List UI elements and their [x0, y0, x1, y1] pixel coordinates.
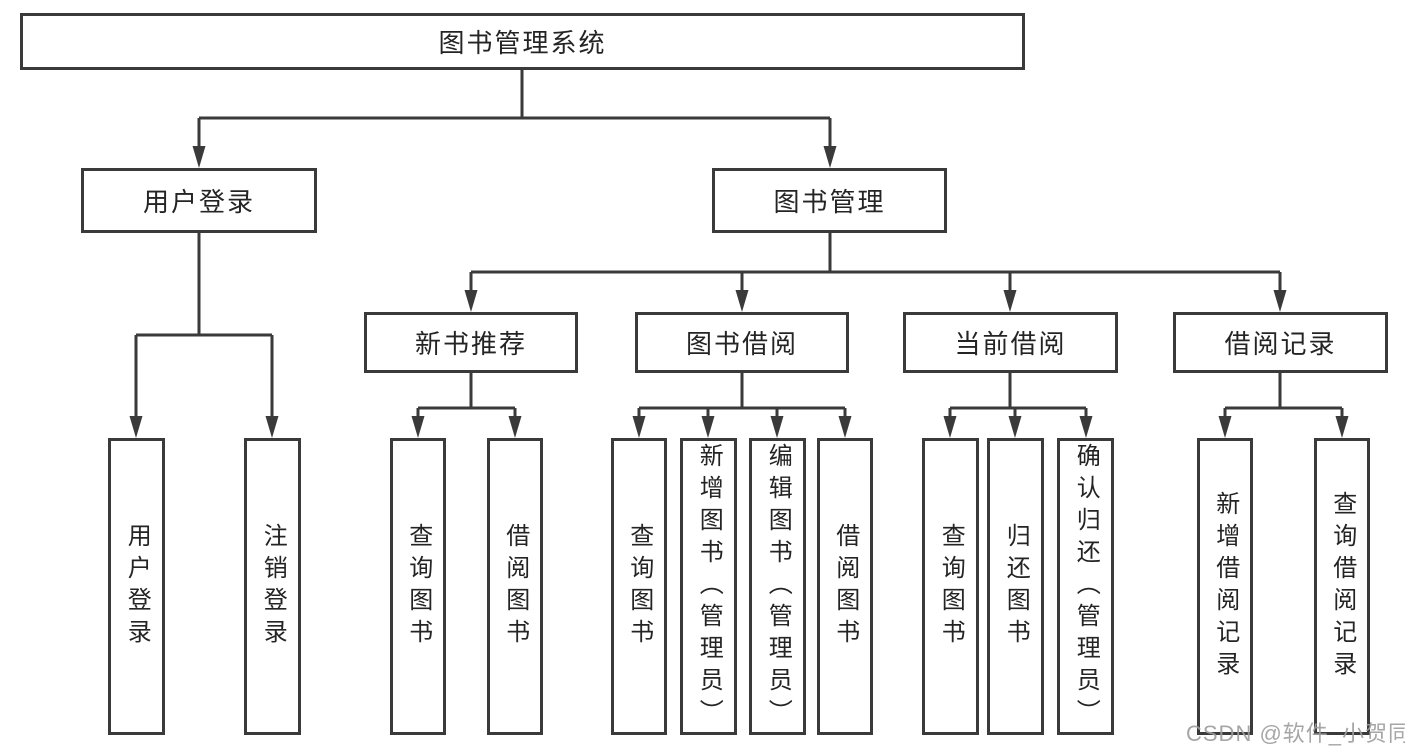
arrow-down-icon	[1008, 416, 1022, 438]
node-book-borrowing-label: 图书借阅	[685, 329, 798, 359]
node-new-book-recommend: 新书推荐	[364, 312, 578, 373]
arrow-down-icon	[1003, 290, 1017, 312]
arrow-down-icon	[823, 146, 837, 168]
arrow-down-icon	[411, 416, 425, 438]
arrow-down-icon	[129, 416, 143, 438]
arrow-down-icon	[770, 416, 784, 438]
arrow-down-icon	[192, 146, 206, 168]
arrow-down-icon	[1335, 416, 1349, 438]
node-root-label: 图书管理系统	[438, 28, 607, 58]
node-library-management-system: 图书管理系统	[20, 13, 1025, 70]
node-new-book-recommend-label: 新书推荐	[414, 329, 527, 359]
arrow-down-icon	[265, 416, 279, 438]
leaf-logout: 注销登录	[244, 438, 301, 735]
node-book-borrowing: 图书借阅	[635, 312, 849, 373]
arrow-down-icon	[464, 290, 478, 312]
leaf-return-book: 归还图书	[987, 438, 1044, 735]
leaf-confirm-return-admin: 确认归还（管理员）	[1057, 438, 1114, 735]
connector-arrowheads	[129, 146, 1349, 438]
connector-lines	[134, 70, 1344, 418]
arrow-down-icon	[838, 416, 852, 438]
leaf-query-books-newbook: 查询图书	[390, 438, 446, 735]
arrow-down-icon	[701, 416, 715, 438]
arrow-down-icon	[632, 416, 646, 438]
leaf-edit-book-admin: 编辑图书（管理员）	[749, 438, 806, 735]
watermark: CSDN @软件_小贺同学	[1186, 721, 1405, 746]
arrow-down-icon	[508, 416, 522, 438]
arrow-down-icon	[1218, 416, 1232, 438]
node-book-management-label: 图书管理	[773, 187, 886, 217]
leaf-user-login: 用户登录	[108, 438, 165, 735]
node-user-login-branch: 用户登录	[81, 168, 317, 233]
leaf-borrow-books-borrow: 借阅图书	[817, 438, 873, 735]
node-current-borrowing: 当前借阅	[903, 312, 1118, 373]
leaf-query-borrow-record: 查询借阅记录	[1314, 438, 1370, 735]
node-user-login-branch-label: 用户登录	[142, 187, 255, 217]
node-current-borrowing-label: 当前借阅	[954, 329, 1067, 359]
arrow-down-icon	[735, 290, 749, 312]
node-book-management: 图书管理	[712, 168, 947, 233]
leaf-add-borrow-record: 新增借阅记录	[1197, 438, 1253, 735]
leaf-add-book-admin: 新增图书（管理员）	[680, 438, 737, 735]
leaf-borrow-books-newbook: 借阅图书	[487, 438, 543, 735]
node-borrowing-records: 借阅记录	[1173, 312, 1388, 373]
arrow-down-icon	[1273, 290, 1287, 312]
arrow-down-icon	[1079, 416, 1093, 438]
leaf-query-books-current: 查询图书	[922, 438, 979, 735]
arrow-down-icon	[943, 416, 957, 438]
leaf-query-books-borrow: 查询图书	[611, 438, 667, 735]
node-borrowing-records-label: 借阅记录	[1224, 329, 1337, 359]
